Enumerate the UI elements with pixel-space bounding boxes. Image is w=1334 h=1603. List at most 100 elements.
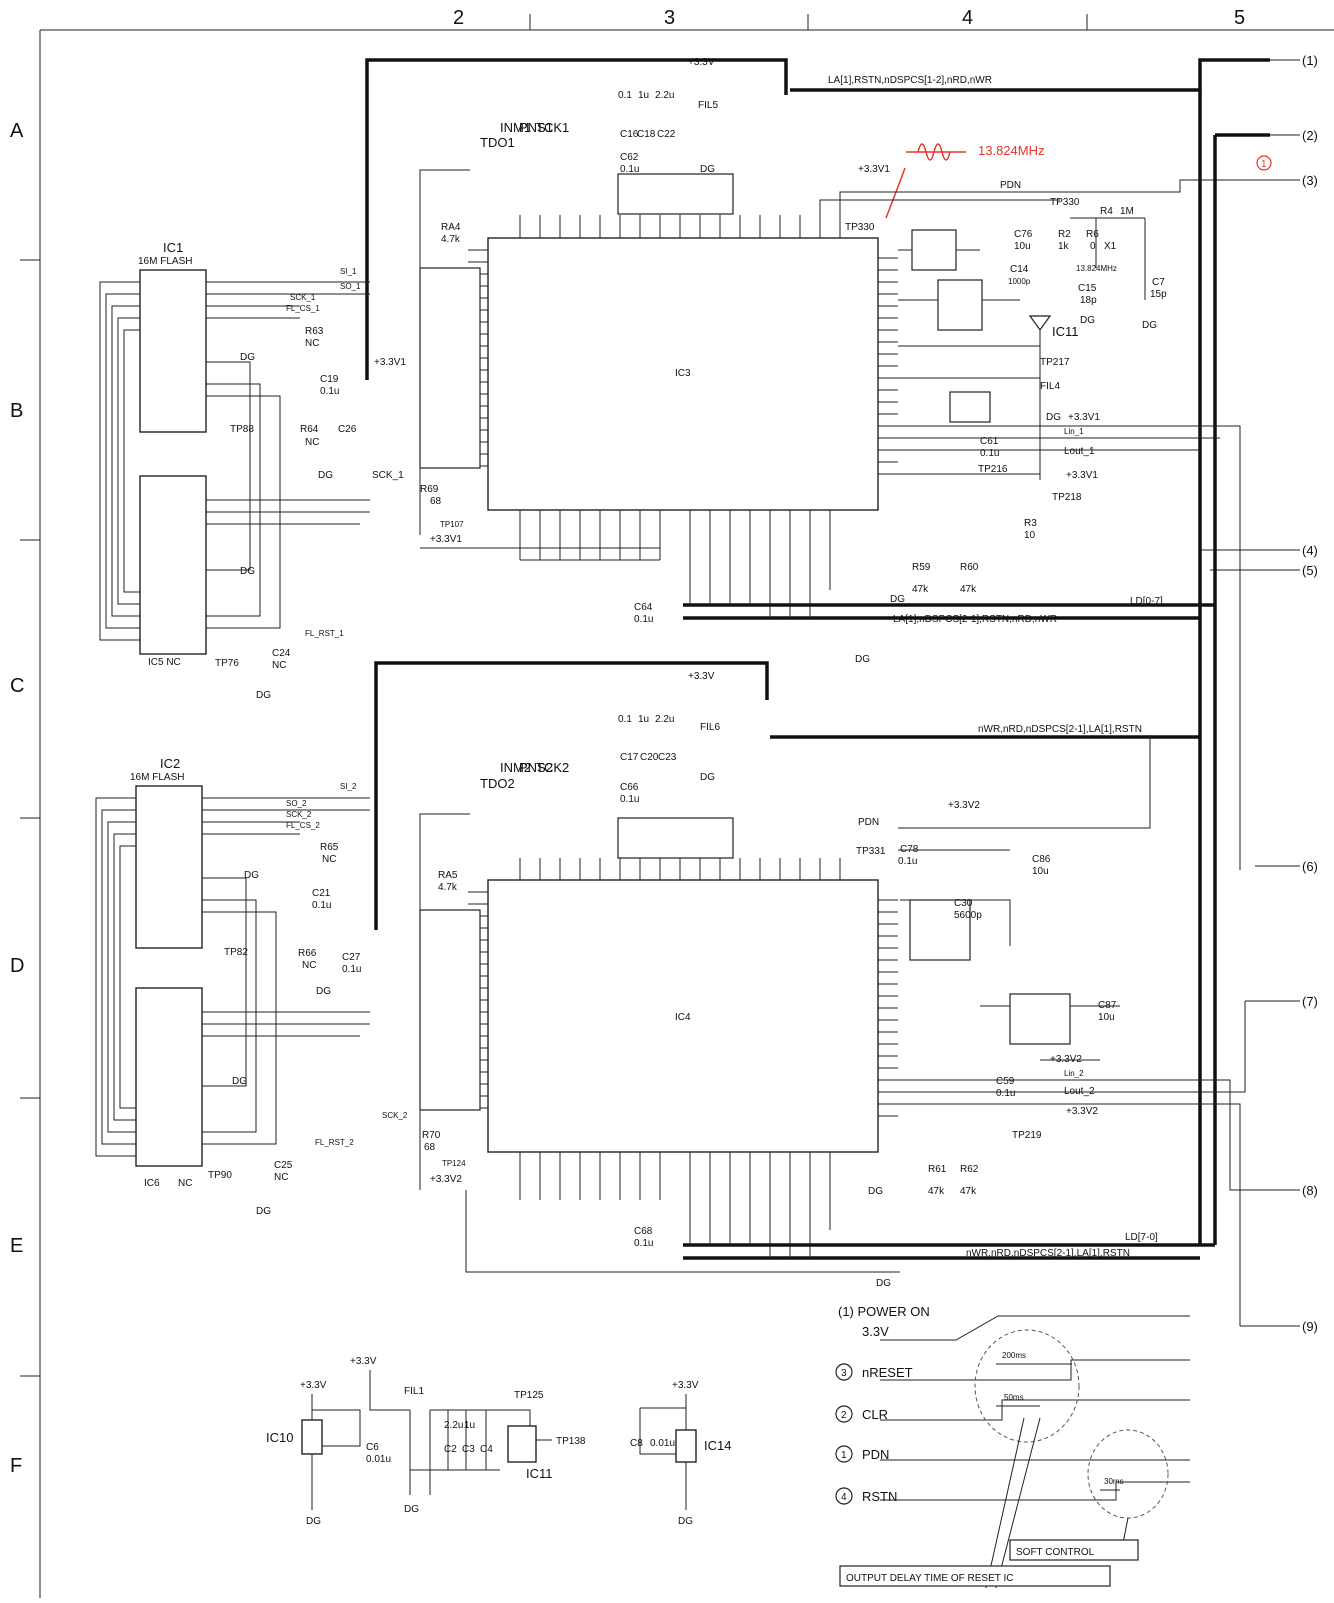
ic1-flash-chip (99, 269, 370, 655)
r61-value: 47k (928, 1186, 945, 1197)
r59-label: R59 (912, 562, 931, 573)
ic5-name: IC5 NC (148, 657, 181, 668)
cap-22u-top: 2.2u (655, 90, 674, 101)
c8-label: C8 (630, 1438, 643, 1449)
c8-value: 0.01u (650, 1438, 675, 1449)
output-9: (9) (1302, 1319, 1318, 1334)
column-label-5: 5 (1234, 7, 1245, 29)
timing-num-1-icon (835, 1445, 853, 1463)
c62-label: C62 (620, 152, 639, 163)
ic1-subtitle: 16M FLASH (138, 256, 192, 267)
c7-value: 15p (1150, 289, 1167, 300)
c3-label: C3 (462, 1444, 475, 1455)
ic3-dsp-chip (419, 169, 898, 618)
r62-value: 47k (960, 1186, 977, 1197)
c68-label: C68 (634, 1226, 653, 1237)
c21-value: 0.1u (312, 900, 331, 911)
bus-lines (365, 58, 1270, 1260)
c26-dg: DG (318, 470, 333, 481)
output-5: (5) (1302, 563, 1318, 578)
r66-nc: NC (302, 960, 316, 971)
column-label-4: 4 (962, 7, 973, 29)
timing-num-4: 4 (841, 1492, 847, 1503)
row-label-f: F (10, 1455, 22, 1477)
c64-value: 0.1u (634, 614, 653, 625)
ic4-dg: DG (876, 1278, 891, 1289)
c86-label: C86 (1032, 854, 1051, 865)
row-label-e: E (10, 1235, 23, 1257)
c68-value: 0.1u (634, 1238, 653, 1249)
inm2-label: INM2 (500, 760, 531, 775)
output-2: (2) (1302, 128, 1318, 143)
cap-22u-bot: 2.2u (655, 714, 674, 725)
tck1-label: TCK1 (536, 120, 569, 135)
c25-nc: NC (274, 1172, 288, 1183)
r2-label: R2 (1058, 229, 1071, 240)
tdo2-label: TDO2 (480, 776, 515, 791)
c19-value: 0.1u (320, 386, 339, 397)
r60-label: R60 (960, 562, 979, 573)
r63-nc: NC (305, 338, 319, 349)
r69-label: R69 (420, 484, 439, 495)
ic2-name: IC2 (160, 756, 180, 771)
fil5-label: FIL5 (698, 100, 718, 111)
c25-dg: DG (256, 1206, 271, 1217)
cap-1u-f: 1u (464, 1420, 475, 1431)
c24-dg: DG (256, 690, 271, 701)
tp219-label: TP219 (1012, 1130, 1042, 1141)
c19-label: C19 (320, 374, 339, 385)
ic2-dg: DG (244, 870, 259, 881)
cap-1u-bot: 1u (638, 714, 649, 725)
c78-label: C78 (900, 844, 919, 855)
ic10-dg: DG (306, 1516, 321, 1527)
ic1-cs: FL_CS_1 (286, 304, 320, 313)
c87-label: C87 (1098, 1000, 1117, 1011)
fil5-dg: DG (700, 164, 715, 175)
r3-value: 10 (1024, 530, 1036, 541)
r64-label: R64 (300, 424, 319, 435)
sck2-label: SCK_2 (382, 1111, 408, 1120)
timing-200ms: 200ms (1002, 1351, 1026, 1360)
row-label-a: A (10, 120, 24, 142)
timing-num-4-icon (835, 1487, 853, 1505)
c87-value: 10u (1098, 1012, 1115, 1023)
ic1-flrst: FL_RST_1 (305, 629, 344, 638)
c14-value: 1000p (1008, 277, 1031, 286)
c4-label: C4 (480, 1444, 493, 1455)
bus-label-bot: nWR,nRD,nDSPCS[2-1],LA[1],RSTN (966, 1248, 1130, 1259)
v33v2-bottom: +3.3V2 (430, 1174, 462, 1185)
v33v1-crystal: +3.3V1 (858, 164, 890, 175)
timing-num-3-icon (835, 1363, 853, 1381)
ic11-top-label: IC11 (1052, 324, 1079, 339)
r3-label: R3 (1024, 518, 1037, 529)
c76-value: 10u (1014, 241, 1031, 252)
r59-value: 47k (912, 584, 929, 595)
bus-label-ld-top: LD[0-7] (1130, 596, 1163, 607)
r63-label: R63 (305, 326, 324, 337)
fil4-dg: DG (1046, 412, 1061, 423)
lin2-label: Lin_2 (1064, 1069, 1084, 1078)
c14-label: C14 (1010, 264, 1029, 275)
c16-label: C16 (620, 129, 639, 140)
c6-value: 0.01u (366, 1454, 391, 1465)
fil1-v33: +3.3V (350, 1356, 377, 1367)
r60-value: 47k (960, 584, 977, 595)
row-label-b: B (10, 400, 23, 422)
fil1-dg: DG (404, 1504, 419, 1515)
bus-label-top-b: LA[1],nDSPCS[2-1],RSTN,nRD,nWR (893, 614, 1057, 625)
v33v2-right1: +3.3V2 (1050, 1054, 1082, 1065)
c59-value: 0.1u (996, 1088, 1015, 1099)
pdn-label-top: PDN (1000, 180, 1021, 191)
tdo1-label: TDO1 (480, 135, 515, 150)
output-1: (1) (1302, 53, 1318, 68)
tp220-label: TP330 (1050, 197, 1080, 208)
timing-rstn: RSTN (862, 1489, 897, 1504)
v33v1-left: +3.3V1 (374, 357, 406, 368)
pns2-label: PNS2 (519, 760, 553, 775)
ra5-value: 4.7k (438, 882, 458, 893)
c6-label: C6 (366, 1442, 379, 1453)
ic10-name: IC10 (266, 1430, 293, 1445)
c23-label: C23 (658, 752, 677, 763)
c24-label: C24 (272, 648, 291, 659)
output-4: (4) (1302, 543, 1318, 558)
